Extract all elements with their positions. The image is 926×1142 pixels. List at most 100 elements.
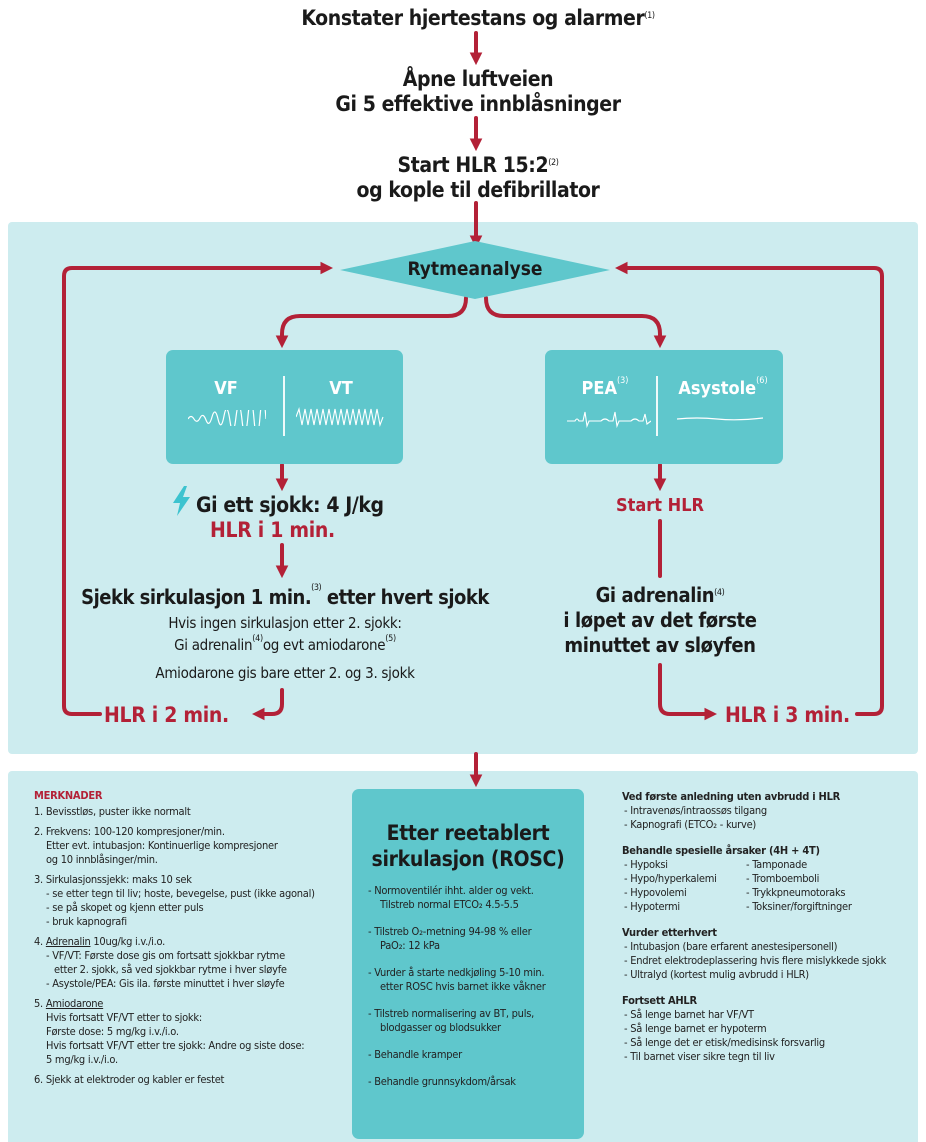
right-h4d: - Til barnet viser sikre tegn til liv — [624, 1050, 775, 1063]
cause-t-2: - Tromboemboli — [746, 872, 820, 885]
arrow-right-loop — [614, 261, 884, 716]
rosc-item-3a: - Vurder å starte nedkjøling 5-10 min. — [368, 966, 545, 979]
causes-h: - Hypoksi - Hypo/hyperkalemi - Hypovolem… — [622, 858, 746, 914]
rosc-card — [352, 789, 584, 1139]
hlr-1-min: HLR i 1 min. — [210, 518, 335, 542]
cause-h-2: - Hypo/hyperkalemi — [624, 872, 717, 885]
shock-instruction: Gi ett sjokk: 4 J/kg — [196, 493, 384, 517]
note-3d: - bruk kapnografi — [46, 915, 127, 928]
right-h3c: - Ultralyd (kortest mulig avbrudd i HLR) — [624, 968, 809, 981]
hlr-2-min: HLR i 2 min. — [104, 703, 229, 727]
arrow-left-loop — [62, 261, 334, 716]
vt-label: VT — [329, 378, 353, 399]
step-open-airway-line2: Gi 5 effektive innblåsninger — [335, 92, 621, 116]
rosc-list: - Normoventilér ihht. alder og vekt. Til… — [368, 884, 578, 1089]
hlr-3-min: HLR i 3 min. — [725, 703, 850, 727]
rosc-title: Etter reetablert sirkulasjon (ROSC) — [352, 820, 584, 872]
cause-t-4: - Toksiner/forgiftninger — [746, 900, 852, 913]
arrow-adrenalin-to-hlr3 — [658, 663, 718, 721]
right-notes: Ved første anledning uten avbrudd i HLR … — [622, 790, 918, 1064]
note-6: 6. Sjekk at elektroder og kabler er fest… — [34, 1073, 225, 1086]
rosc-title-line1: Etter reetablert — [386, 821, 550, 845]
cause-h-3: - Hypovolemi — [624, 886, 687, 899]
step-open-airway-line1: Åpne luftveien — [402, 67, 554, 91]
step-start-hlr-line1: Start HLR 15:2(2) — [397, 153, 559, 177]
arrow-to-shockable — [275, 296, 468, 349]
causes-t: - Tamponade - Tromboemboli - Trykkpneumo… — [746, 858, 852, 914]
note-2a: 2. Frekvens: 100-120 kompresjoner/min. — [34, 825, 225, 838]
rosc-item-4b: blodgasser og blodsukker — [380, 1021, 501, 1034]
pea-label: PEA(3) — [581, 376, 629, 399]
asystole-waveform-icon — [677, 417, 763, 421]
lightning-bolt-icon — [173, 486, 190, 516]
arrow-to-nonshockable — [484, 296, 667, 349]
rosc-item-6: - Behandle grunnsykdom/årsak — [368, 1075, 516, 1088]
note-2c: og 10 innblåsinger/min. — [46, 853, 158, 866]
start-hlr: Start HLR — [615, 495, 705, 516]
check-line2: Gi adrenalin(4)og evt amiodarone(5) — [174, 634, 396, 654]
note-2b: Etter evt. intubasjon: Kontinuerlige kom… — [46, 839, 278, 852]
causes-grid: - Hypoksi - Hypo/hyperkalemi - Hypovolem… — [622, 858, 918, 914]
step-start-hlr: Start HLR 15:2(2) og kople til defibrill… — [200, 153, 756, 203]
step-confirm-arrest: Konstater hjertestans og alarmer(1) — [301, 6, 655, 30]
give-adrenalin-line1: Gi adrenalin(4) — [595, 583, 725, 607]
rhythm-analysis-diamond — [340, 241, 610, 299]
cause-h-4: - Hypotermi — [624, 900, 680, 913]
right-h4: Fortsett AHLR — [622, 994, 697, 1007]
note-3b: - se etter tegn til liv; hoste, bevegels… — [46, 887, 315, 900]
right-h3a: - Intubasjon (bare erfarent anestesipers… — [624, 940, 838, 953]
rosc-item-1a: - Normoventilér ihht. alder og vekt. — [368, 884, 534, 897]
vt-waveform-icon — [296, 406, 384, 428]
note-5c: Første dose: 5 mg/kg i.v./i.o. — [46, 1025, 179, 1038]
cause-t-1: - Tamponade — [746, 858, 807, 871]
note-4d: - Asystole/PEA: Gis ila. første minuttet… — [46, 977, 285, 990]
rosc-item-2b: PaO₂: 12 kPa — [380, 939, 440, 952]
right-h4a: - Så lenge barnet har VF/VT — [624, 1008, 754, 1021]
note-4a: 4. Adrenalin 10ug/kg i.v./i.o. — [34, 935, 166, 948]
note-3c: - se på skopet og kjenn etter puls — [46, 901, 204, 914]
note-5d: Hvis fortsatt VF/VT etter tre sjokk: And… — [46, 1039, 305, 1052]
note-5a: 5. Amiodarone — [34, 997, 104, 1010]
card-divider — [656, 376, 658, 436]
shockable-card: VF VT — [166, 350, 403, 464]
cause-t-3: - Trykkpneumotoraks — [746, 886, 846, 899]
asystole-label: Asystole(6) — [678, 376, 768, 399]
pea-waveform-icon — [567, 411, 651, 429]
notes-list: MERKNADER 1. Bevisstløs, puster ikke nor… — [34, 789, 352, 1087]
card-divider — [283, 376, 285, 436]
check-line3: Amiodarone gis bare etter 2. og 3. sjokk — [155, 664, 415, 682]
notes-heading: MERKNADER — [34, 789, 103, 802]
arrow-check-to-hlr2 — [251, 688, 284, 721]
vf-label: VF — [214, 378, 238, 399]
vf-waveform-icon — [188, 410, 266, 426]
rosc-item-1b: Tilstreb normal ETCO₂ 4.5-5.5 — [380, 898, 519, 911]
give-adrenalin: Gi adrenalin(4) i løpet av det første mi… — [520, 583, 800, 658]
note-5e: 5 mg/kg i.v./i.o. — [46, 1053, 118, 1066]
check-line1: Hvis ingen sirkulasjon etter 2. sjokk: — [168, 614, 402, 632]
rosc-item-4a: - Tilstreb normalisering av BT, puls, — [368, 1007, 534, 1020]
note-1: 1. Bevisstløs, puster ikke normalt — [34, 805, 191, 818]
right-h2: Behandle spesielle årsaker (4H + 4T) — [622, 844, 820, 857]
step-start-hlr-line2: og kople til defibrillator — [356, 178, 600, 202]
right-h1a: - Intravenøs/intraossøs tilgang — [624, 804, 767, 817]
right-h1: Ved første anledning uten avbrudd i HLR — [622, 790, 841, 803]
note-3a: 3. Sirkulasjonssjekk: maks 10 sek — [34, 873, 192, 886]
rosc-title-line2: sirkulasjon (ROSC) — [371, 847, 565, 871]
step-open-airway: Åpne luftveien Gi 5 effektive innblåsnin… — [200, 67, 756, 117]
nonshockable-card: PEA(3) Asystole(6) — [545, 350, 783, 464]
rhythm-analysis-label: Rytmeanalyse — [407, 258, 543, 280]
note-5b: Hvis fortsatt VF/VT etter to sjokk: — [46, 1011, 202, 1024]
check-circulation: Sjekk sirkulasjon 1 min.(3) etter hvert … — [81, 583, 489, 609]
right-h1b: - Kapnografi (ETCO₂ - kurve) — [624, 818, 757, 831]
right-h3b: - Endret elektrodeplassering hvis flere … — [624, 954, 887, 967]
note-4c: etter 2. sjokk, så ved sjokkbar rytme i … — [54, 963, 287, 976]
note-4b: - VF/VT: Første dose gis om fortsatt sjo… — [46, 949, 285, 962]
give-adrenalin-line2: i løpet av det første — [563, 608, 757, 632]
give-adrenalin-line3: minuttet av sløyfen — [564, 633, 756, 657]
rosc-item-5: - Behandle kramper — [368, 1048, 462, 1061]
right-h4b: - Så lenge barnet er hypoterm — [624, 1022, 767, 1035]
rosc-item-3b: etter ROSC hvis barnet ikke våkner — [380, 980, 546, 993]
cause-h-1: - Hypoksi — [624, 858, 668, 871]
rosc-item-2a: - Tilstreb O₂-metning 94-98 % eller — [368, 925, 532, 938]
